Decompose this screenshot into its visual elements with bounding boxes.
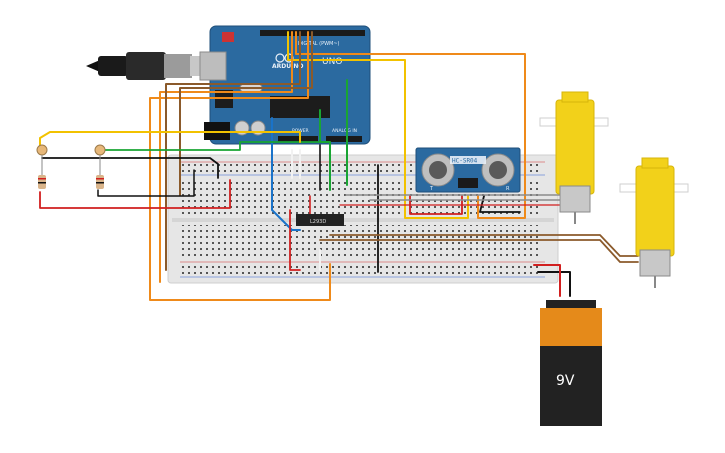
- wire-brown-left[interactable]: [165, 31, 301, 271]
- wire-brown-motor2[interactable]: [329, 234, 639, 257]
- usb-cable[interactable]: [86, 52, 210, 80]
- photoresistor-left[interactable]: [36, 144, 48, 175]
- wire-black-ldr[interactable]: [41, 157, 219, 179]
- breadboard-bottom-rail[interactable]: [182, 265, 542, 274]
- motor-driver-chip[interactable]: L293D: [296, 214, 344, 226]
- atmega-chip: [270, 96, 330, 118]
- battery-9v[interactable]: 9V: [540, 300, 602, 426]
- sensor-pin-r: R: [506, 186, 510, 192]
- resistor-right[interactable]: [96, 175, 104, 189]
- driver-chip-label: L293D: [310, 219, 326, 225]
- wire-red-driver[interactable]: [289, 209, 301, 271]
- wire-black-battery[interactable]: [537, 271, 571, 297]
- sensor-model-label: HC-SR04: [452, 158, 478, 165]
- wire-red-battery[interactable]: [533, 264, 561, 297]
- analog-label: ANALOG IN: [332, 128, 357, 134]
- wire-orange-echo[interactable]: [295, 31, 526, 219]
- breadboard-lower-strip[interactable]: [182, 225, 542, 259]
- wire-yellow-ldr[interactable]: [39, 131, 301, 151]
- arduino-model: UNO: [322, 57, 342, 67]
- resistor-left[interactable]: [38, 175, 46, 189]
- wire-yellow-trig[interactable]: [287, 31, 469, 219]
- arduino-brand: ARDUINO: [272, 63, 303, 70]
- wire-green-ldr[interactable]: [99, 141, 331, 151]
- wire-blue[interactable]: [271, 117, 301, 231]
- dc-motor-1[interactable]: [539, 91, 609, 224]
- wire-orange-left[interactable]: [159, 31, 293, 283]
- arduino-logo-icon: [275, 53, 285, 63]
- sensor-pin-t: T: [429, 186, 434, 192]
- breadboard-top-rail[interactable]: [182, 164, 542, 173]
- reset-button[interactable]: [222, 32, 234, 42]
- breadboard-center-channel: [172, 218, 554, 222]
- power-label: POWER: [292, 128, 309, 134]
- photoresistor-right[interactable]: [94, 144, 106, 175]
- digital-label: DIGITAL (PWM~): [298, 41, 340, 47]
- dc-motor-2[interactable]: [619, 157, 689, 288]
- analog-header[interactable]: [326, 136, 362, 142]
- wires[interactable]: [39, 31, 639, 301]
- wire-brown-arduino[interactable]: [179, 31, 313, 196]
- power-header[interactable]: [278, 136, 318, 142]
- ultrasonic-sensor[interactable]: HC-SR04 T R: [415, 147, 521, 193]
- wire-red-ldr[interactable]: [39, 179, 231, 209]
- battery-voltage-label: 9V: [556, 373, 575, 389]
